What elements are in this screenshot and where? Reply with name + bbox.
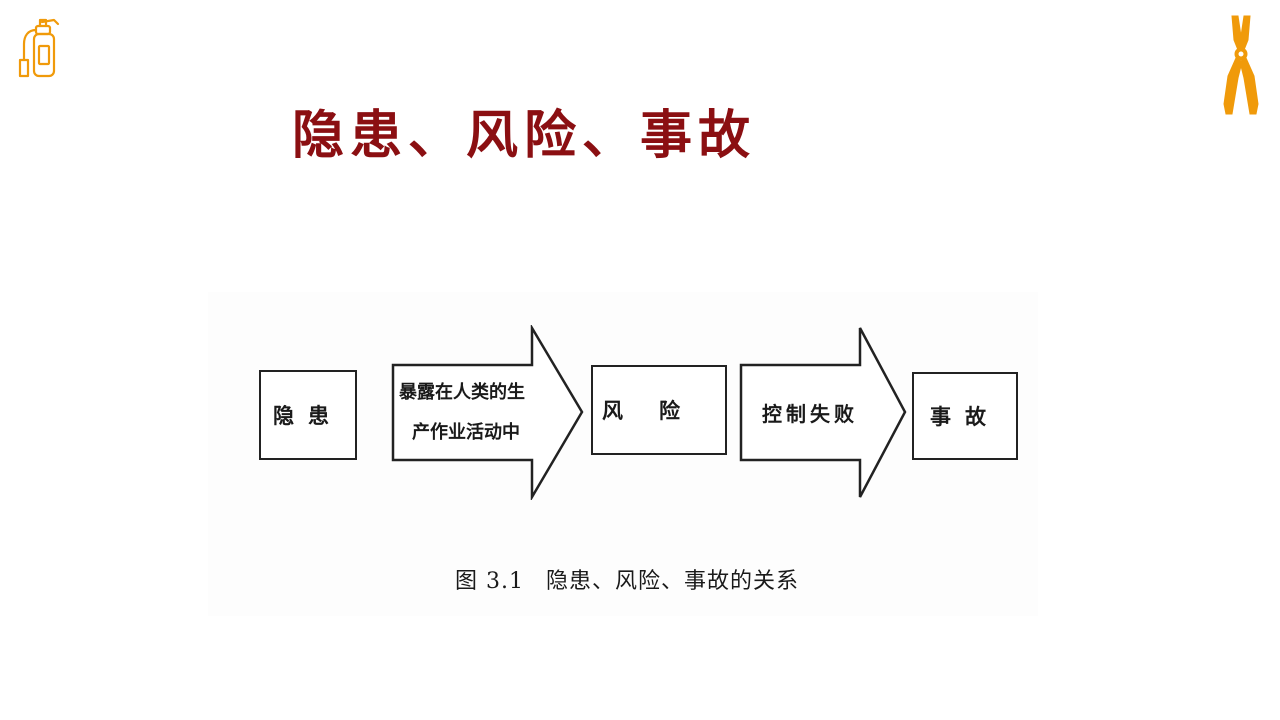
slide-title: 隐患、风险、事故 — [292, 105, 757, 166]
figure-caption-number: 图 3.1 — [455, 569, 524, 594]
fire-extinguisher-icon — [18, 18, 60, 78]
hidden-danger-box: 隐患 — [259, 370, 357, 460]
risk-label: 风险 — [602, 399, 716, 423]
figure-caption: 图 3.1 隐患、风险、事故的关系 — [455, 563, 799, 595]
exposure-arrow-label-line2: 产作业活动中 — [412, 422, 520, 443]
control-failure-arrow — [739, 327, 907, 498]
control-failure-label: 控制失败 — [762, 402, 858, 426]
risk-box: 风险 — [591, 365, 727, 455]
figure-caption-text: 隐患、风险、事故的关系 — [545, 569, 799, 594]
accident-box: 事故 — [912, 372, 1018, 460]
exposure-arrow-label-line1: 暴露在人类的生 — [399, 382, 525, 403]
exposure-arrow — [391, 325, 584, 500]
pliers-icon — [1223, 15, 1259, 115]
hidden-danger-label: 隐患 — [273, 404, 343, 428]
accident-label: 事故 — [930, 405, 1000, 429]
